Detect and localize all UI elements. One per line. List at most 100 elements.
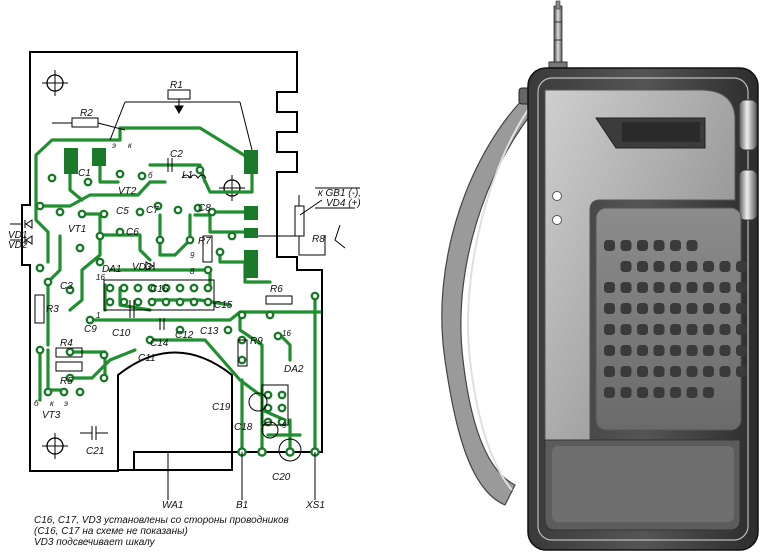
grille-hole <box>686 366 698 377</box>
board-outline <box>21 51 323 472</box>
label-L1: L1 <box>182 170 193 181</box>
label-R6: R6 <box>270 284 283 295</box>
r5-body <box>55 361 83 372</box>
component-outlines <box>10 89 360 500</box>
grille-hole <box>703 345 714 356</box>
label-C21: C21 <box>86 446 104 457</box>
volume-knob <box>738 99 758 151</box>
label-C5: C5 <box>116 206 129 217</box>
label-R3: R3 <box>46 304 59 315</box>
label-C9: C9 <box>84 324 97 335</box>
pin-16-da2: 16 <box>282 329 291 338</box>
grille-hole <box>670 261 681 272</box>
label-XS1: XS1 <box>305 500 325 511</box>
grille-hole <box>637 366 648 377</box>
pad-large-6 <box>244 250 258 278</box>
label-C16: C16 <box>150 284 169 295</box>
label-C13: C13 <box>200 326 219 337</box>
label-C12: C12 <box>175 330 194 341</box>
grille-hole <box>604 240 615 251</box>
note-line-2: (С16, С17 на схеме не показаны) <box>34 526 188 537</box>
pin-16-da1: 16 <box>96 273 105 282</box>
grille-hole <box>686 345 698 356</box>
note-line-1: С16, С17, VD3 установлены со стороны про… <box>34 515 289 526</box>
label-R2: R2 <box>80 108 93 119</box>
grille-hole <box>637 240 648 251</box>
r8-body <box>294 205 305 237</box>
pin-8-da1: 8 <box>190 267 195 276</box>
grille-hole <box>703 261 714 272</box>
grille-hole <box>604 387 615 398</box>
grille-hole <box>736 282 747 293</box>
indicator-light-2 <box>552 215 562 225</box>
grille-hole <box>670 240 681 251</box>
grille-hole <box>653 261 665 272</box>
label-R1: R1 <box>170 80 183 91</box>
grille-hole <box>686 387 698 398</box>
pin-e-2: э <box>64 399 68 408</box>
grille-hole <box>604 324 615 335</box>
label-VD3: VD3 <box>132 262 152 273</box>
pin-1-da1: 1 <box>96 311 100 320</box>
grille-hole <box>703 324 714 335</box>
antenna <box>548 0 568 71</box>
grille-hole <box>637 345 648 356</box>
label-B1: B1 <box>236 500 248 511</box>
r7-body <box>202 235 213 263</box>
grille-hole <box>703 282 714 293</box>
grille-hole <box>604 282 615 293</box>
label-R4: R4 <box>60 338 73 349</box>
pad-large-5 <box>244 228 258 238</box>
grille-hole <box>620 345 632 356</box>
grille-hole <box>719 303 731 314</box>
label-VD2: VD2 <box>8 240 28 251</box>
pin-k-2: к <box>50 399 55 408</box>
label-VT1: VT1 <box>68 224 86 235</box>
pin-b-2: б <box>34 399 39 408</box>
label-C14: C14 <box>150 338 169 349</box>
pin-9-da1: 9 <box>190 251 195 260</box>
r6-body <box>265 295 293 305</box>
label-C19: C19 <box>212 402 231 413</box>
radio-illustration <box>441 0 759 551</box>
label-C11: C11 <box>138 353 156 364</box>
mounting-hole-1 <box>42 70 68 96</box>
grille-hole <box>703 366 714 377</box>
pad-large-1 <box>64 148 78 174</box>
indicator-light-1 <box>552 191 562 201</box>
grille-hole <box>620 240 632 251</box>
grille-hole <box>686 261 698 272</box>
grille-hole <box>604 345 615 356</box>
grille-hole <box>686 282 698 293</box>
label-VT2: VT2 <box>118 186 137 197</box>
label-C6: C6 <box>126 227 139 238</box>
grille-hole <box>719 345 731 356</box>
grille-hole <box>637 387 648 398</box>
grille-hole <box>719 324 731 335</box>
pad-large-4 <box>244 206 258 220</box>
label-DA1: DA1 <box>102 264 121 275</box>
grille-hole <box>620 261 632 272</box>
speaker-grille <box>604 240 747 398</box>
r4-body <box>55 347 83 358</box>
grille-hole <box>736 261 747 272</box>
grille-hole <box>653 345 665 356</box>
grille-hole <box>670 303 681 314</box>
label-C20: C20 <box>272 472 291 483</box>
label-DA2: DA2 <box>284 364 304 375</box>
pin-k-1: к <box>128 141 133 150</box>
grille-hole <box>620 303 632 314</box>
grille-hole <box>604 366 615 377</box>
c18-body <box>261 421 279 439</box>
grille-hole <box>670 282 681 293</box>
pin-9-da2: 9 <box>282 421 287 430</box>
label-C7: C7 <box>146 205 159 216</box>
grille-hole <box>653 303 665 314</box>
c19-body <box>248 392 268 412</box>
label-WA1: WA1 <box>162 500 184 511</box>
pad-large-2 <box>92 148 106 166</box>
assembly-notes: С16, С17, VD3 установлены со стороны про… <box>34 515 364 548</box>
da1-body <box>103 279 215 311</box>
c20-body <box>278 438 302 462</box>
